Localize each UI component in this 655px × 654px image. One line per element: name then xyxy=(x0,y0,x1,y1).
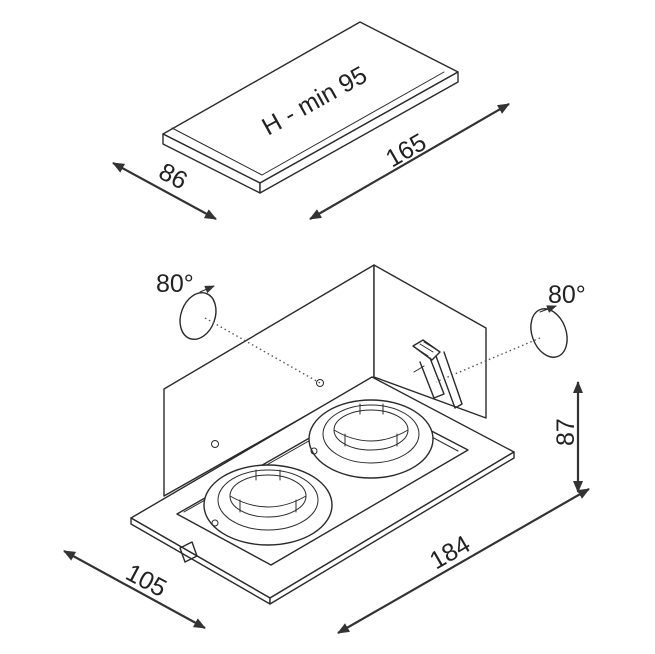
cutout-plate: H - min 95 xyxy=(162,21,459,194)
cutout-depth-dimension: 86 xyxy=(112,158,217,220)
tilt-left-label: 80° xyxy=(156,270,194,298)
rotation-arrow-icon xyxy=(530,308,568,358)
fixture-length-label: 184 xyxy=(425,530,475,575)
rotation-arrow-icon xyxy=(179,292,217,340)
fixture-width-dimension: 105 xyxy=(63,550,206,629)
screw-icon xyxy=(211,519,219,527)
screw-icon xyxy=(211,440,219,448)
screw-icon xyxy=(310,447,318,455)
lamp-cup-left xyxy=(203,464,333,546)
fixture-height-label: 87 xyxy=(552,418,580,446)
tilt-right-label: 80° xyxy=(548,281,586,309)
screw-icon xyxy=(316,379,324,387)
lamp-cup-right xyxy=(308,399,434,479)
fixture-housing xyxy=(163,264,487,497)
spring-clip xyxy=(412,339,463,409)
fixture-height-dimension: 87 xyxy=(552,381,583,493)
tilt-right-indicator: 80° xyxy=(435,281,586,383)
cutout-width-label: 165 xyxy=(381,128,431,173)
tilt-left-indicator: 80° xyxy=(156,270,321,384)
fixture-width-label: 105 xyxy=(121,559,171,603)
